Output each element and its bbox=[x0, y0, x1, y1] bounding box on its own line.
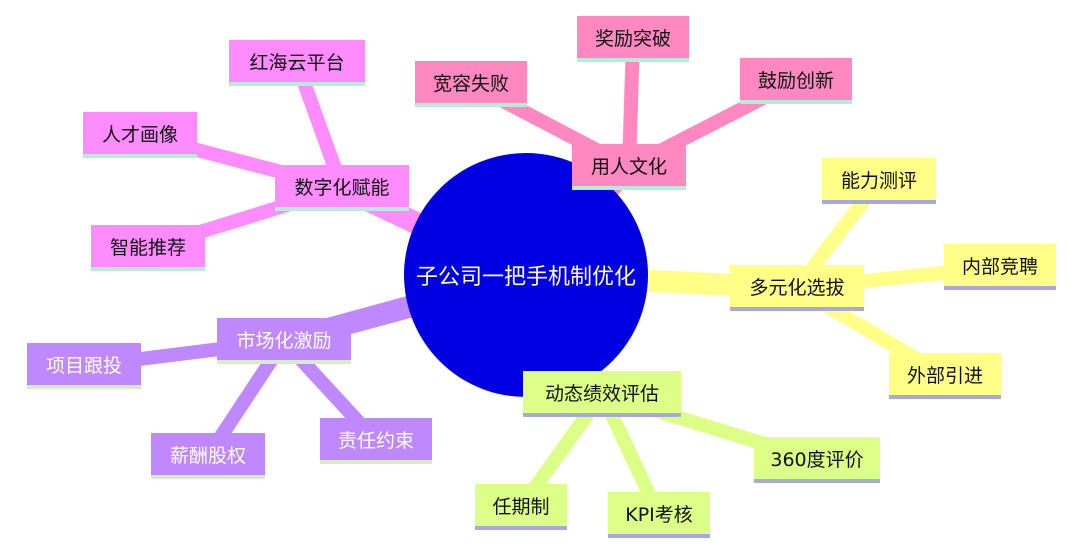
node-selection-external-hire: 外部引进 bbox=[889, 353, 1001, 399]
node-incentive-co-invest: 项目跟投 bbox=[27, 343, 141, 389]
node-culture: 用人文化 bbox=[572, 144, 686, 190]
node-digital: 数字化赋能 bbox=[275, 165, 409, 211]
node-selection-internal-bid: 内部竞聘 bbox=[944, 244, 1056, 290]
node-culture-tolerate-failure: 宽容失败 bbox=[415, 61, 527, 107]
node-selection-ability-test: 能力测评 bbox=[822, 158, 936, 204]
node-incentive: 市场化激励 bbox=[217, 318, 351, 364]
node-performance: 动态绩效评估 bbox=[523, 371, 681, 417]
node-digital-honghaiyun: 红海云平台 bbox=[229, 40, 365, 86]
node-incentive-accountability: 责任约束 bbox=[320, 418, 432, 464]
node-performance-tenure: 任期制 bbox=[475, 484, 567, 530]
node-performance-360: 360度评价 bbox=[754, 437, 880, 483]
center-topic: 子公司一把手机制优化 bbox=[404, 153, 648, 397]
node-digital-talent-profile: 人才画像 bbox=[83, 112, 197, 158]
node-culture-encourage-innovation: 鼓励创新 bbox=[740, 58, 852, 104]
node-performance-kpi: KPI考核 bbox=[608, 492, 710, 538]
node-digital-smart-recommend: 智能推荐 bbox=[91, 225, 205, 271]
node-incentive-equity: 薪酬股权 bbox=[151, 433, 265, 479]
node-selection: 多元化选拔 bbox=[730, 265, 864, 311]
node-culture-reward-breakthrough: 奖励突破 bbox=[577, 16, 689, 62]
